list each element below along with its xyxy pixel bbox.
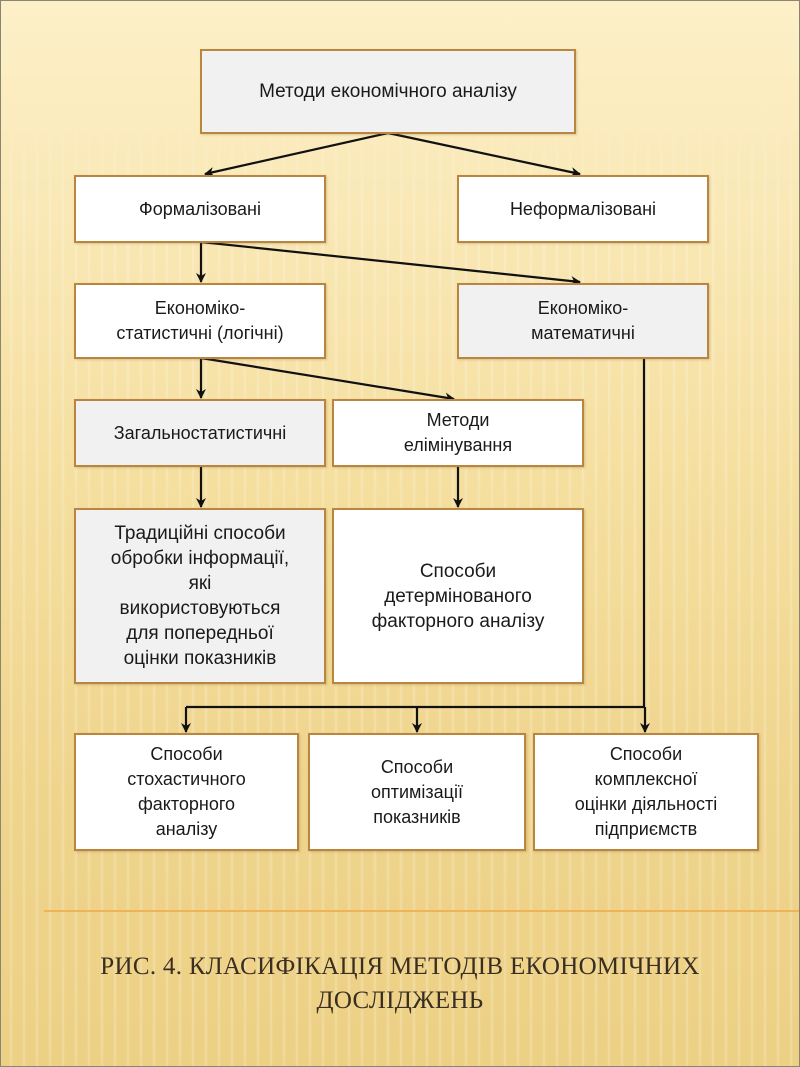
node-formalized-label: Формалізовані — [139, 198, 261, 219]
node-unformalized: Неформалізовані — [457, 175, 709, 243]
node-elimination: Методи елімінування — [332, 399, 584, 467]
edge-root-formalized — [204, 131, 389, 177]
edge-formalized-econ-math — [200, 240, 581, 287]
node-econ-stat: Економіко- статистичні (логічні) — [74, 283, 326, 359]
node-general-stat-label: Загальностатистичні — [113, 422, 287, 443]
node-formalized: Формалізовані — [74, 175, 326, 243]
node-econ-stat-label: Економіко- статистичні (логічні) — [116, 298, 284, 343]
node-complex-label: Способи комплексної оцінки діяльності пі… — [574, 744, 718, 839]
node-econ-math: Економіко- математичні — [457, 283, 709, 359]
node-deterministic-label: Способи детермінованого факторного аналі… — [371, 560, 545, 632]
node-root-label: Методи економічного аналізу — [259, 81, 517, 102]
node-stochastic: Способи стохастичного факторного аналізу — [74, 733, 299, 851]
node-elimination-label: Методи елімінування — [403, 410, 513, 455]
node-root: Методи економічного аналізу — [200, 49, 576, 134]
node-unformalized-label: Неформалізовані — [509, 198, 657, 219]
node-stochastic-label: Способи стохастичного факторного аналізу — [127, 744, 246, 839]
node-econ-math-label: Економіко- математичні — [531, 298, 635, 343]
node-complex: Способи комплексної оцінки діяльності пі… — [533, 733, 759, 851]
node-traditional-label: Традиційні способи обробки інформації, я… — [110, 523, 290, 669]
caption-divider — [44, 910, 800, 912]
node-deterministic: Способи детермінованого факторного аналі… — [332, 508, 584, 684]
node-optimization-label: Способи оптимізації показників — [370, 756, 463, 827]
edge-econ-stat-elimination — [200, 356, 455, 403]
figure-caption: РИС. 4. КЛАСИФІКАЦІЯ МЕТОДІВ ЕКОНОМІЧНИХ… — [100, 953, 700, 1014]
edge-root-unformalized — [387, 131, 581, 178]
node-traditional: Традиційні способи обробки інформації, я… — [74, 508, 326, 684]
node-optimization: Способи оптимізації показників — [308, 733, 526, 851]
node-general-stat: Загальностатистичні — [74, 399, 326, 467]
